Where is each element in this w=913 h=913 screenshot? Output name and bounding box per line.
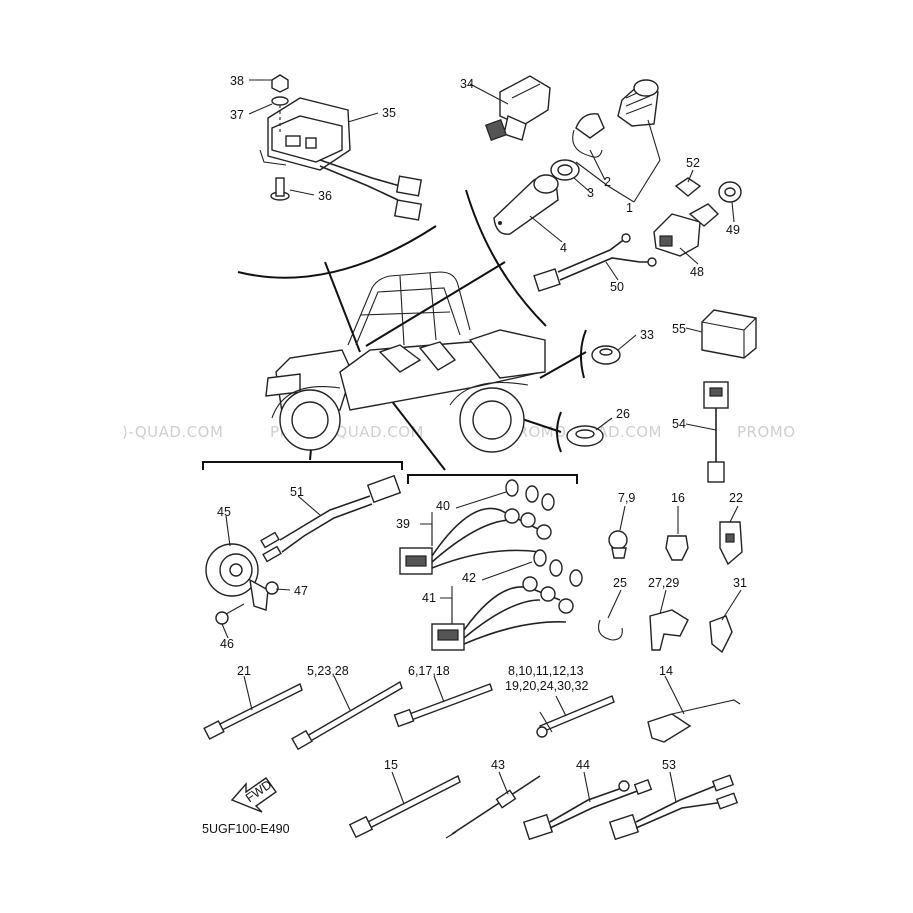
grommet-26: [566, 425, 604, 447]
nut-38: [271, 74, 289, 93]
tie-15: [348, 775, 461, 839]
harness-41: [431, 576, 574, 651]
callout-55: 55: [672, 322, 686, 336]
callout-53: 53: [662, 758, 676, 772]
callout-37: 37: [230, 108, 244, 122]
part-2-cap: [572, 113, 605, 158]
group-brackets: [202, 189, 587, 484]
callout-49: 49: [726, 223, 740, 237]
callout-7-9: 7,9: [618, 491, 635, 505]
harness-39: [399, 507, 552, 575]
callout-14: 14: [659, 664, 673, 678]
clip-31: [709, 615, 733, 654]
callout-3: 3: [587, 186, 594, 200]
lead-44: [522, 779, 653, 841]
leader-lines: [221, 79, 742, 805]
callout-26: 26: [616, 407, 630, 421]
clip-22: [719, 521, 743, 566]
tie-21: [203, 683, 303, 740]
handlebar-switch-assembly: [259, 74, 423, 221]
callout-8-group-b: 19,20,24,30,32: [505, 679, 588, 693]
callout-21: 21: [237, 664, 251, 678]
callout-51: 51: [290, 485, 304, 499]
callout-4: 4: [560, 241, 567, 255]
callout-38: 38: [230, 74, 244, 88]
bulbs-42: [533, 549, 583, 587]
tie-5-23-28: [291, 680, 403, 751]
part-50-lead: [533, 233, 657, 292]
bracket-lights: [407, 474, 578, 484]
part-52-label: [674, 177, 702, 197]
callout-44: 44: [576, 758, 590, 772]
callout-1: 1: [626, 201, 633, 215]
callout-45: 45: [217, 505, 231, 519]
callout-15: 15: [384, 758, 398, 772]
part-34-switch: [484, 75, 551, 142]
callout-31: 31: [733, 576, 747, 590]
callout-27-29: 27,29: [648, 576, 679, 590]
nut-47: [265, 581, 279, 595]
callout-50: 50: [610, 280, 624, 294]
callout-48: 48: [690, 265, 704, 279]
callout-42: 42: [462, 571, 476, 585]
lead-43: [445, 775, 541, 839]
callout-34: 34: [460, 77, 474, 91]
utv-vehicle: [265, 271, 546, 453]
callout-5-23-28: 5,23,28: [307, 664, 349, 678]
callout-52: 52: [686, 156, 700, 170]
grommet-33: [591, 345, 621, 365]
harness-54: [703, 381, 729, 483]
callout-33: 33: [640, 328, 654, 342]
tie-8-group: [536, 695, 615, 738]
callout-36: 36: [318, 189, 332, 203]
part-1-socket: [617, 79, 659, 127]
tie-6-17-18: [393, 683, 493, 728]
callout-25: 25: [613, 576, 627, 590]
callout-43: 43: [491, 758, 505, 772]
clip-7-9: [608, 530, 628, 559]
callout-54: 54: [672, 417, 686, 431]
callout-35: 35: [382, 106, 396, 120]
callout-22: 22: [729, 491, 743, 505]
callout-numbers: 38 37 35 36 34 1 2 3 4 52 49 48 50 33 26…: [217, 74, 747, 772]
part-49-nut: [718, 181, 742, 203]
harness-51: [260, 474, 402, 563]
bracket-horn: [202, 461, 403, 470]
relay-55: [701, 309, 757, 359]
watermark-left: )-QUAD.COM: [122, 423, 223, 441]
washer-37: [271, 96, 289, 106]
callout-39: 39: [396, 517, 410, 531]
callout-6-17-18: 6,17,18: [408, 664, 450, 678]
clip-16: [665, 535, 689, 561]
clip-27-29: [649, 609, 689, 651]
lead-53: [608, 774, 739, 841]
callout-41: 41: [422, 591, 436, 605]
clip-25: [597, 619, 623, 641]
bolt-46: [215, 603, 245, 625]
bracket-switch: [237, 225, 437, 279]
callout-2: 2: [604, 175, 611, 189]
part-3-nut: [550, 159, 580, 181]
bracket-top-right: [465, 189, 547, 327]
callout-8-group-a: 8,10,11,12,13: [508, 664, 584, 678]
screw-36: [270, 177, 290, 201]
callout-16: 16: [671, 491, 685, 505]
bracket-33: [580, 329, 587, 379]
part-4-boot: [493, 174, 559, 235]
callout-46: 46: [220, 637, 234, 651]
fwd-arrow: FWD: [230, 777, 277, 813]
watermark-right: PROMO: [737, 423, 796, 441]
diagram-code: 5UGF100-E490: [202, 822, 290, 836]
callout-40: 40: [436, 499, 450, 513]
horn-45: [205, 543, 269, 611]
callout-47: 47: [294, 584, 308, 598]
bracket-26: [556, 411, 562, 453]
part-48-switch: [653, 203, 720, 257]
bulbs-40: [505, 479, 555, 511]
tie-14: [647, 699, 741, 743]
